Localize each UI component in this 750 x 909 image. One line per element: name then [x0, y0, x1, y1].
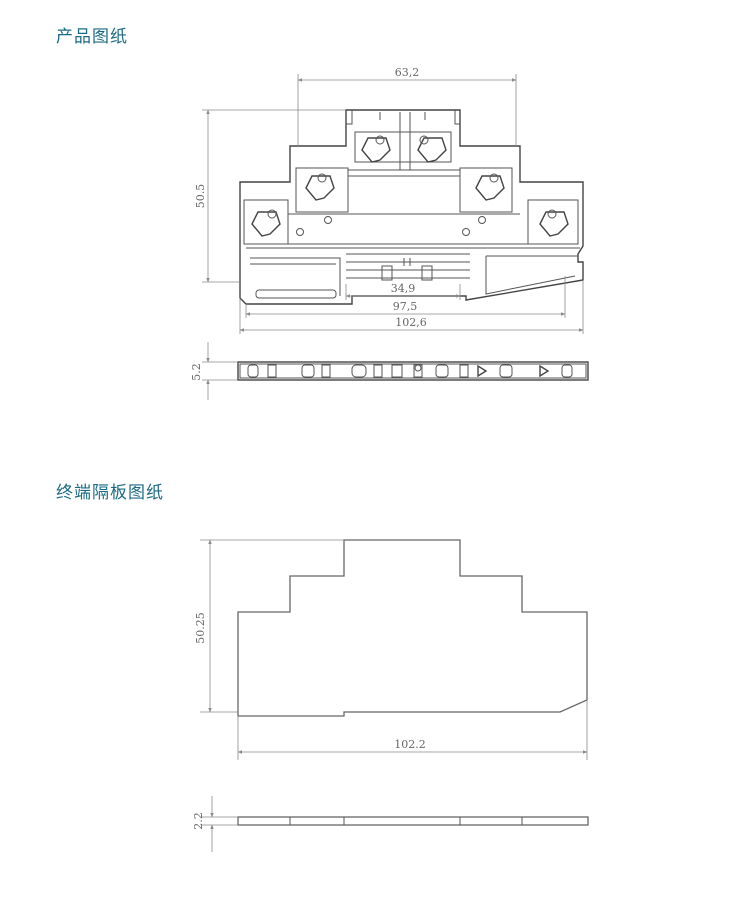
end-plate-outline: [237, 539, 588, 717]
dim-thickness: 5.2: [190, 363, 203, 381]
product-dimensions: 63,2 50.5 34,9 97,5 102,6: [194, 66, 584, 334]
dim-plate-thickness: 2.2: [192, 812, 205, 830]
dim-plate-height: 50.25: [194, 612, 207, 644]
dim-plate-width: 102.2: [394, 738, 426, 751]
end-plate-top-view: 2.2: [192, 796, 589, 852]
dim-total-width: 102,6: [395, 316, 427, 329]
product-front-view: [239, 109, 584, 305]
product-top-view: 5.2: [190, 342, 589, 400]
product-drawing-title: 产品图纸: [56, 27, 128, 47]
end-plate-front-view: 50.25 102.2: [194, 539, 588, 760]
terminal-block-outline: [239, 109, 584, 305]
dim-height: 50.5: [194, 184, 207, 209]
dim-mid-width: 97,5: [393, 300, 418, 313]
dim-inner-width: 34,9: [391, 282, 416, 295]
dim-top-width: 63,2: [395, 66, 420, 79]
end-plate-drawing-title: 终端隔板图纸: [56, 483, 164, 503]
